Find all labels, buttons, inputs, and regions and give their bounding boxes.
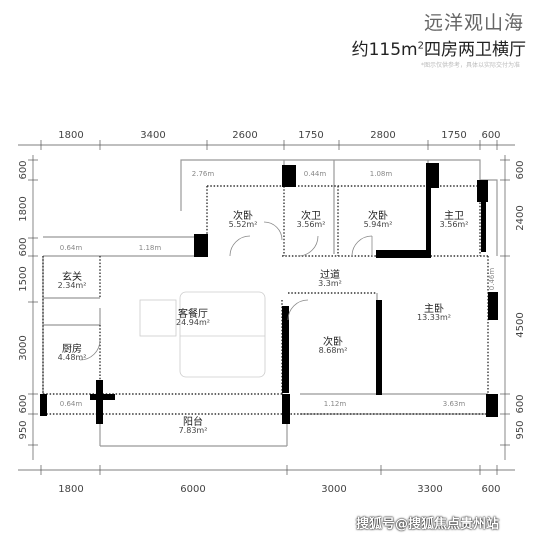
top-dim-labels: 1800 3400 2600 1750 2800 1750 600 <box>58 130 500 141</box>
subtitle-prefix: 约115m <box>351 40 418 60</box>
room-foyer-area: 2.34m² <box>57 281 87 290</box>
right-dim-3: 4500 <box>515 312 526 337</box>
left-dim-3: 600 <box>18 237 29 256</box>
room-kitchen-area: 4.48m² <box>57 353 87 362</box>
bottom-dim-3: 3000 <box>321 484 346 495</box>
room-balcony-area: 7.83m² <box>178 426 208 435</box>
disclaimer-note: *图示仅供参考，具体以实际交付为准 <box>420 62 520 69</box>
room-living-dining-name: 客餐厅 <box>178 309 208 320</box>
subtitle-suffix: 四房两卫横厅 <box>424 40 526 60</box>
room-master-bedroom-area: 13.33m² <box>417 313 451 322</box>
bottom-dim-1: 1800 <box>58 484 83 495</box>
top-dim-1: 1800 <box>58 130 83 141</box>
bal-dim-9: 3.63m <box>442 400 466 408</box>
left-dim-labels: 600 1800 600 1500 3000 600 950 <box>18 160 29 439</box>
room-master-bath-name: 主卫 <box>444 211 464 222</box>
room-guest-bath-name: 次卫 <box>301 211 321 222</box>
door-swings <box>79 221 373 361</box>
right-dim-4: 600 <box>515 394 526 413</box>
room-master-bath-area: 3.56m² <box>439 220 469 229</box>
subtitle-sup: 2 <box>417 40 424 52</box>
bottom-dim-labels: 1800 6000 3000 3300 600 <box>58 484 500 495</box>
bal-dim-7: 0.64m <box>59 400 83 408</box>
bottom-dim-2: 6000 <box>180 484 205 495</box>
top-dim-4: 1750 <box>298 130 323 141</box>
top-dim-7: 600 <box>481 130 500 141</box>
furniture-outline <box>139 291 266 378</box>
room-hallway-name: 过道 <box>320 270 340 281</box>
room-bedroom-2-name: 次卧 <box>233 211 253 222</box>
room-bedroom-4-area: 8.68m² <box>318 346 348 355</box>
right-dim-2: 2400 <box>515 205 526 230</box>
top-dim-ticks <box>40 140 498 150</box>
layout-subtitle: 约115m2四房两卫横厅 <box>352 35 526 60</box>
bal-dim-2: 0.44m <box>303 170 327 178</box>
room-foyer-name: 玄关 <box>62 272 82 283</box>
left-dim-5: 3000 <box>18 335 29 360</box>
room-master-bedroom-name: 主卧 <box>424 304 444 315</box>
top-dim-3: 2600 <box>232 130 257 141</box>
room-bedroom-3-area: 5.94m² <box>363 220 393 229</box>
room-living-dining-area: 24.94m² <box>176 318 210 327</box>
bal-dim-1: 2.76m <box>191 170 215 178</box>
left-dim-1: 600 <box>18 160 29 179</box>
project-name: 远洋观山海 <box>423 12 524 34</box>
room-bedroom-3-name: 次卧 <box>368 211 388 222</box>
room-kitchen-name: 厨房 <box>62 344 82 355</box>
left-dim-2: 1800 <box>18 196 29 221</box>
right-dim-labels: 600 2400 4500 600 950 <box>515 160 526 439</box>
bal-dim-6: 0.46m <box>488 267 496 291</box>
right-dim-5: 950 <box>515 420 526 439</box>
bottom-dim-5: 600 <box>481 484 500 495</box>
bottom-dim-4: 3300 <box>417 484 442 495</box>
bottom-dim-ticks <box>40 465 498 475</box>
room-balcony-name: 阳台 <box>183 417 203 428</box>
watermark: 搜狐号@搜狐焦点贵州站 <box>356 517 500 532</box>
left-dim-4: 1500 <box>18 266 29 291</box>
left-dim-7: 950 <box>18 420 29 439</box>
room-bedroom-4-name: 次卧 <box>323 337 343 348</box>
bal-dim-5: 1.18m <box>138 244 162 252</box>
bal-dim-4: 0.64m <box>59 244 83 252</box>
right-dim-1: 600 <box>515 160 526 179</box>
top-dim-6: 1750 <box>441 130 466 141</box>
room-bedroom-2-area: 5.52m² <box>228 220 258 229</box>
left-dim-ticks <box>28 159 38 446</box>
room-guest-bath-area: 3.56m² <box>296 220 326 229</box>
top-dim-2: 3400 <box>140 130 165 141</box>
top-dim-5: 2800 <box>370 130 395 141</box>
room-hallway-area: 3.3m² <box>318 279 342 288</box>
load-walls <box>40 163 498 424</box>
right-dim-ticks <box>500 159 510 446</box>
dimension-lines <box>18 140 515 475</box>
bal-dim-8: 1.12m <box>323 400 347 408</box>
left-dim-6: 600 <box>18 394 29 413</box>
bal-dim-3: 1.08m <box>369 170 393 178</box>
dimension-labels: 1800 3400 2600 1750 2800 1750 600 1800 6… <box>18 130 526 495</box>
